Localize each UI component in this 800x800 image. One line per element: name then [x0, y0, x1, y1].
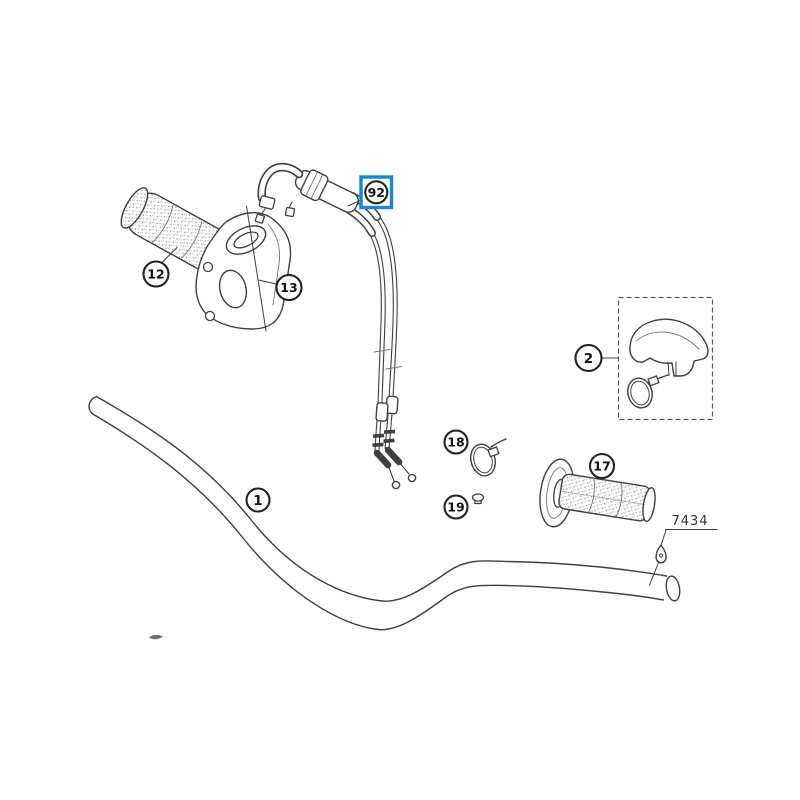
kit-dashed-box: [617, 296, 714, 421]
cable-crimp-bands: [372, 429, 396, 447]
cable-nipple-ring: [407, 473, 417, 483]
fastener-nut: [471, 493, 485, 505]
callout-2[interactable]: 2: [574, 343, 619, 373]
handlebar-open-end: [665, 575, 681, 602]
housing-screw-hole: [202, 261, 214, 273]
housing-contour: [267, 223, 280, 306]
callout-1[interactable]: 1: [245, 487, 271, 513]
part-number-label: 7434: [671, 514, 708, 529]
handguard-ridge: [635, 331, 700, 350]
subassembly-13-leader-line: [246, 205, 267, 332]
cable-elbow: [373, 449, 392, 469]
tie-head: [647, 375, 660, 387]
handlebar-left-cap: [88, 395, 98, 415]
callout-19[interactable]: 19: [443, 494, 469, 520]
callout-92-leader: [347, 199, 362, 207]
throttle-housing: [195, 212, 292, 330]
callout-17[interactable]: 17: [588, 452, 616, 480]
grip-open-end: [642, 487, 656, 523]
cable-tie: [469, 438, 507, 477]
tie-head: [487, 446, 500, 458]
smudge-mark: [149, 634, 163, 640]
grip-end-face: [120, 187, 149, 229]
kit-cable-tie: [627, 374, 669, 409]
grip-end-plug: 7434: [649, 514, 718, 586]
handguard-shell: [629, 318, 709, 377]
handguard-kit: [617, 296, 714, 421]
housing-body: [195, 212, 292, 330]
callout-12-leader: [161, 247, 178, 263]
cable-boot: [259, 164, 302, 201]
grip-segment-line: [181, 221, 203, 259]
handlebar-tube: [88, 395, 681, 631]
cable-end-nipple: [254, 213, 265, 224]
housing-cable-opening: [218, 269, 248, 309]
cable-end-nipple: [284, 206, 296, 218]
cable-tick: [373, 349, 403, 370]
cable-adjuster-barrel: [375, 402, 389, 422]
callout-92[interactable]: 92: [347, 175, 394, 210]
housing-bracket-slot: [233, 231, 259, 249]
callout-13-leader: [258, 279, 277, 285]
grip-rubber-17: [558, 473, 651, 522]
cable-guide-body: [294, 169, 359, 213]
handlebar-grip: [539, 458, 656, 528]
cable-nipple-ring: [391, 480, 401, 490]
callouts: 92 12 13 2 18 19: [142, 175, 619, 520]
handlebar-lower-edge: [91, 412, 665, 631]
housing-screw-hole: [204, 310, 216, 322]
cable-elbow: [384, 446, 403, 466]
throttle-grip-assembly: [120, 187, 292, 330]
grip-segment-line: [152, 204, 174, 243]
handlebar-upper-edge: [95, 395, 668, 602]
boot-end-fitting: [258, 195, 276, 210]
callout-18[interactable]: 18: [443, 429, 469, 455]
handguard-slot: [667, 361, 677, 376]
throttle-cable-pair: [254, 162, 417, 490]
